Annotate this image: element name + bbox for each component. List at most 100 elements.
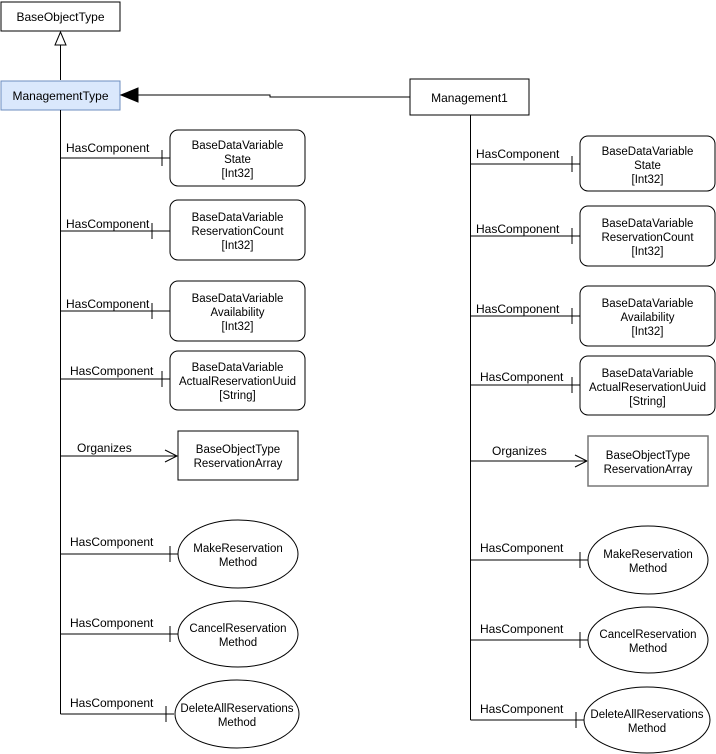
management-type-label: ManagementType: [12, 89, 108, 103]
relation-label: Organizes: [77, 441, 132, 455]
node-line: [Int32]: [222, 321, 254, 333]
left-cancel-reservation-method[interactable]: CancelReservation Method: [177, 600, 299, 668]
relation-label: Organizes: [492, 444, 547, 458]
relation-label: HasComponent: [480, 622, 564, 636]
node-line: CancelReservation: [599, 629, 696, 641]
relation-label: HasComponent: [476, 222, 560, 236]
left-state-variable[interactable]: BaseDataVariable State [Int32]: [169, 129, 306, 187]
node-line: [Int32]: [222, 168, 254, 180]
node-line: BaseDataVariable: [602, 146, 694, 158]
left-make-reservation-link: HasComponent: [60, 535, 178, 562]
node-line: BaseDataVariable: [192, 212, 284, 224]
left-actual-uuid-link: HasComponent: [60, 364, 170, 387]
left-make-reservation-method[interactable]: MakeReservation Method: [177, 519, 299, 589]
right-reservation-count-variable[interactable]: BaseDataVariable ReservationCount [Int32…: [579, 205, 716, 267]
node-line: BaseDataVariable: [602, 368, 694, 380]
node-line: CancelReservation: [189, 623, 286, 635]
node-line: State: [224, 154, 251, 166]
type-definition-connector: [119, 87, 410, 103]
right-cancel-reservation-link: HasComponent: [470, 622, 588, 648]
right-availability-variable[interactable]: BaseDataVariable Availability [Int32]: [579, 285, 716, 347]
relation-label: HasComponent: [480, 370, 564, 384]
left-cancel-reservation-link: HasComponent: [60, 616, 178, 642]
left-state-link: HasComponent: [60, 141, 170, 166]
node-line: [Int32]: [632, 174, 664, 186]
right-reservation-count-link: HasComponent: [470, 222, 580, 244]
right-make-reservation-link: HasComponent: [470, 541, 588, 568]
left-actual-uuid-variable[interactable]: BaseDataVariable ActualReservationUuid […: [169, 350, 306, 411]
organizes-arrow-icon: [574, 454, 589, 468]
node-line: Method: [219, 637, 257, 649]
management1-label: Management1: [431, 91, 508, 105]
relation-label: HasComponent: [66, 217, 150, 231]
node-line: ReservationArray: [604, 464, 693, 476]
node-line: BaseDataVariable: [192, 140, 284, 152]
relation-label: HasComponent: [66, 297, 150, 311]
right-actual-uuid-link: HasComponent: [470, 370, 580, 393]
relation-label: HasComponent: [476, 302, 560, 316]
left-availability-variable[interactable]: BaseDataVariable Availability [Int32]: [169, 280, 306, 342]
node-line: BaseObjectType: [606, 450, 690, 462]
management1-node[interactable]: Management1: [409, 78, 530, 116]
right-cancel-reservation-method[interactable]: CancelReservation Method: [587, 606, 709, 674]
relation-label: HasComponent: [70, 696, 154, 710]
node-line: Method: [629, 563, 667, 575]
node-line: [String]: [219, 390, 255, 402]
right-availability-link: HasComponent: [470, 302, 580, 324]
left-reservation-array-object[interactable]: BaseObjectType ReservationArray: [177, 430, 299, 481]
node-line: ReservationCount: [191, 226, 284, 238]
organizes-arrow-icon: [164, 449, 179, 463]
node-line: MakeReservation: [603, 549, 692, 561]
node-line: Availability: [620, 312, 674, 324]
node-line: ActualReservationUuid: [589, 382, 706, 394]
node-line: BaseDataVariable: [602, 298, 694, 310]
left-reservation-count-variable[interactable]: BaseDataVariable ReservationCount [Int32…: [169, 199, 306, 261]
node-line: BaseDataVariable: [192, 362, 284, 374]
node-line: BaseDataVariable: [602, 218, 694, 230]
relation-label: HasComponent: [66, 141, 150, 155]
node-line: ActualReservationUuid: [179, 376, 296, 388]
right-state-variable[interactable]: BaseDataVariable State [Int32]: [579, 135, 716, 192]
right-reservation-array-object[interactable]: BaseObjectType ReservationArray: [587, 435, 709, 487]
node-line: BaseObjectType: [196, 444, 280, 456]
node-line: Method: [628, 723, 666, 735]
node-line: Method: [219, 557, 257, 569]
inheritance-arrow-icon: [54, 30, 67, 46]
left-availability-link: HasComponent: [60, 297, 170, 319]
relation-label: HasComponent: [476, 147, 560, 161]
base-object-type-node[interactable]: BaseObjectType: [0, 1, 121, 32]
relation-label: HasComponent: [480, 541, 564, 555]
node-line: DeleteAllReservations: [590, 709, 703, 721]
type-definition-arrow-icon: [119, 87, 139, 103]
right-delete-all-method[interactable]: DeleteAllReservations Method: [583, 686, 711, 754]
right-reservation-array-link: Organizes: [470, 444, 589, 468]
node-line: ReservationCount: [601, 232, 694, 244]
base-object-type-label: BaseObjectType: [16, 10, 104, 24]
node-line: Method: [629, 643, 667, 655]
node-line: DeleteAllReservations: [180, 703, 293, 715]
left-reservation-count-link: HasComponent: [60, 217, 170, 239]
node-line: State: [634, 160, 661, 172]
left-delete-all-method[interactable]: DeleteAllReservations Method: [174, 679, 300, 749]
right-state-link: HasComponent: [470, 147, 580, 172]
right-actual-uuid-variable[interactable]: BaseDataVariable ActualReservationUuid […: [579, 355, 716, 416]
node-line: Method: [218, 717, 256, 729]
management-type-box: [0, 80, 121, 111]
node-line: [Int32]: [632, 246, 664, 258]
node-line: [Int32]: [632, 326, 664, 338]
right-delete-all-link: HasComponent: [470, 702, 584, 728]
relation-label: HasComponent: [70, 535, 154, 549]
left-reservation-array-link: Organizes: [60, 441, 179, 463]
management-type-node[interactable]: ManagementType: [0, 80, 121, 111]
node-line: ReservationArray: [194, 458, 283, 470]
left-delete-all-link: HasComponent: [60, 696, 174, 722]
node-line: [String]: [629, 396, 665, 408]
inheritance-connector: [54, 30, 67, 80]
node-line: Availability: [210, 307, 264, 319]
relation-label: HasComponent: [480, 702, 564, 716]
relation-label: HasComponent: [70, 616, 154, 630]
relation-label: HasComponent: [70, 364, 154, 378]
right-make-reservation-method[interactable]: MakeReservation Method: [587, 525, 709, 595]
node-line: MakeReservation: [193, 543, 282, 555]
